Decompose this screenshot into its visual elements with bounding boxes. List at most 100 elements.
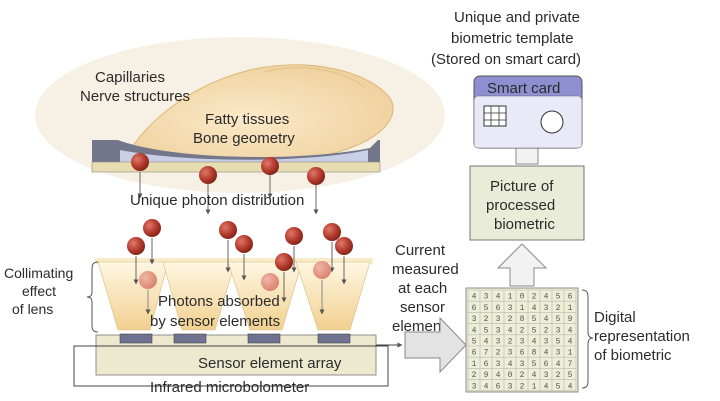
grid-digit: 7 (568, 360, 573, 369)
grid-digit: 4 (496, 293, 501, 302)
element-label: element (392, 318, 446, 335)
grid-digit: 3 (472, 315, 477, 324)
processed-label: processed (486, 197, 555, 214)
grid-digit: 4 (556, 360, 561, 369)
photon (323, 223, 341, 241)
measured-label: measured (392, 261, 459, 278)
card-chip-icon (483, 105, 507, 127)
template-line1: Unique and private (454, 9, 580, 26)
grid-digit: 1 (520, 304, 525, 313)
template-line2: biometric template (451, 30, 574, 47)
grid-digit: 4 (484, 382, 489, 391)
sensor-label: sensor (400, 299, 445, 316)
grid-digit: 4 (508, 326, 513, 335)
grid-digit: 6 (520, 349, 525, 358)
current-label: Current (395, 242, 446, 259)
grid-digit: 3 (556, 349, 561, 358)
grid-digit: 3 (508, 304, 513, 313)
grid-digit: 5 (532, 315, 537, 324)
photon (219, 221, 237, 239)
grid-digit: 9 (568, 315, 573, 324)
picture-of-label: Picture of (490, 178, 554, 195)
sensor-element (317, 333, 351, 344)
sensor-element (119, 333, 153, 344)
grid-digit: 5 (556, 338, 561, 347)
photon (199, 166, 217, 184)
grid-digit: 3 (496, 315, 501, 324)
digital-grid-body (465, 287, 579, 393)
photons-absorbed-label: Photons absorbed (158, 293, 280, 310)
grid-digit: 4 (544, 349, 549, 358)
grid-digit: 5 (484, 304, 489, 313)
lens-cones (95, 258, 373, 331)
collimating-label: Collimating (4, 265, 73, 281)
grid-digit: 3 (544, 338, 549, 347)
grid-digit: 4 (568, 326, 573, 335)
photon (261, 157, 279, 175)
of-biometric-label: of biometric (594, 347, 672, 364)
grid-digit: 6 (496, 304, 501, 313)
grid-digit: 5 (532, 326, 537, 335)
grid-digit: 3 (484, 293, 489, 302)
grid-digit: 4 (544, 315, 549, 324)
grid-digit: 2 (556, 371, 561, 380)
nerve-structures-label: Nerve structures (80, 88, 190, 105)
grid-digit: 3 (472, 382, 477, 391)
grid-digit: 2 (508, 338, 513, 347)
grid-digit: 5 (484, 326, 489, 335)
microbolometer-label: Infrared microbolometer (150, 379, 309, 396)
lower-photons (127, 219, 353, 315)
grid-digit: 4 (568, 338, 573, 347)
grid-digit: 4 (472, 326, 477, 335)
collimating-lens-label: of lens (12, 301, 53, 317)
up-arrow-to-picture (496, 243, 548, 287)
smart-card (473, 75, 583, 149)
grid-digit: 3 (520, 360, 525, 369)
grid-digit: 6 (544, 360, 549, 369)
digital-label: Digital (594, 309, 636, 326)
grid-digit: 6 (568, 293, 573, 302)
grid-digit: 4 (532, 338, 537, 347)
grid-digit: 2 (472, 371, 477, 380)
grid-digit: 3 (556, 326, 561, 335)
grid-digit: 2 (520, 326, 525, 335)
card-circle-icon (540, 110, 564, 134)
photon (127, 237, 145, 255)
grid-digit: 3 (544, 371, 549, 380)
grid-digit: 2 (508, 315, 513, 324)
grid-digit: 2 (520, 382, 525, 391)
photon-absorbed (261, 273, 279, 291)
representation-label: representation (594, 328, 690, 345)
photon (285, 227, 303, 245)
grid-digit: 8 (520, 315, 525, 324)
collimating-bracket (86, 261, 99, 333)
grid-digit: 2 (496, 349, 501, 358)
bolometer-base (73, 345, 389, 387)
photon (307, 167, 325, 185)
lens-cone (295, 261, 371, 331)
grid-digit: 3 (508, 382, 513, 391)
photon (275, 253, 293, 271)
fatty-tissues-label: Fatty tissues (205, 111, 289, 128)
grid-digit: 5 (568, 371, 573, 380)
biometric-label: biometric (494, 216, 555, 233)
grid-digit: 3 (520, 338, 525, 347)
grid-digit: 4 (496, 371, 501, 380)
grid-digit: 2 (544, 326, 549, 335)
grid-digit: 4 (568, 382, 573, 391)
grid-digit: 4 (532, 304, 537, 313)
sensor-element (173, 333, 207, 344)
grid-digit: 2 (484, 315, 489, 324)
grid-digit: 4 (484, 338, 489, 347)
grid-digit: 2 (520, 371, 525, 380)
grid-digit: 4 (532, 371, 537, 380)
grid-digit: 4 (508, 360, 513, 369)
grid-digit: 6 (472, 304, 477, 313)
at-each-label: at each (398, 280, 447, 297)
fingernail-curve (264, 67, 366, 89)
collimating-effect-label: effect (22, 283, 56, 299)
platen (91, 140, 381, 173)
photon-absorbed (139, 271, 157, 289)
grid-digit: 2 (556, 304, 561, 313)
